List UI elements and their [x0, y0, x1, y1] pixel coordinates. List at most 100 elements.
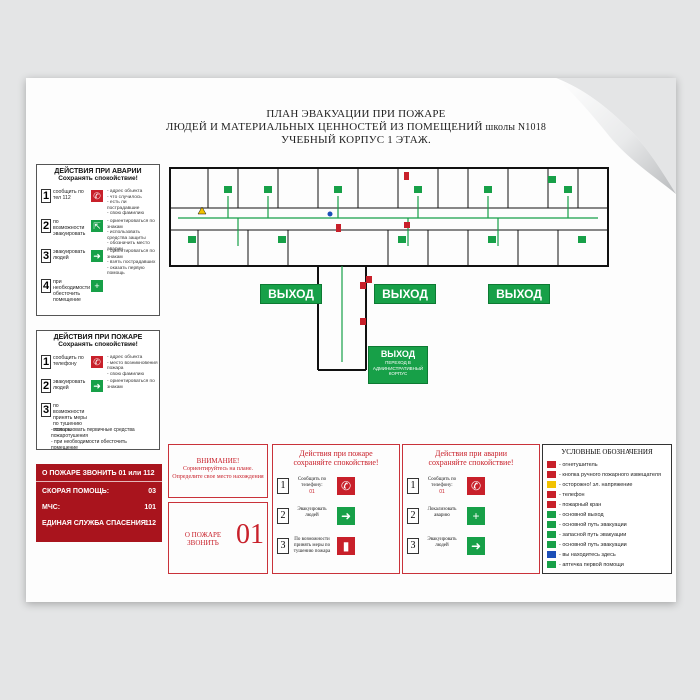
phone-label-rescue: ЕДИНАЯ СЛУЖБА СПАСЕНИЯ: — [42, 520, 149, 527]
extinguisher-icon: ▮ — [337, 537, 355, 555]
row-notes: - ориентироваться по знакам - использова… — [107, 219, 155, 252]
school-number: школы N1018 — [485, 122, 547, 133]
accident-box-sub: Сохранять спокойствие! — [58, 175, 138, 182]
emergency-phones: О ПОЖАРЕ ЗВОНИТЬ 01 или 112 СКОРАЯ ПОМОЩ… — [36, 464, 162, 542]
attention-line-2: Определите свое место нахождения — [172, 474, 264, 480]
panel-row-number: 2 — [407, 508, 419, 524]
exit-sign-2: ВЫХОД — [374, 284, 436, 304]
panel-row: 2 Локализовать аварию + — [407, 505, 535, 531]
accident-actions-panel: Действия при аварии сохраняйте спокойств… — [402, 444, 540, 574]
exit-person-icon: ➜ — [467, 537, 485, 555]
legend-item: - осторожно! эл. напряжение — [547, 481, 632, 490]
phone-icon: ✆ — [91, 356, 103, 368]
accident-actions-heading: Действия при аварии сохраняйте спокойств… — [403, 449, 539, 467]
phone-label-mchs: МЧС: — [42, 504, 61, 511]
panel-row: 1 Сообщить по телефону:01 ✆ — [277, 475, 395, 501]
legend-label: - пожарный кран — [559, 502, 602, 508]
title-line-3: УЧЕБНЫЙ КОРПУС 1 ЭТАЖ. — [281, 134, 431, 146]
first-aid-icon: + — [467, 507, 485, 525]
legend-swatch-icon — [547, 561, 556, 569]
phones-divider — [36, 481, 162, 482]
legend-label: - огнетушитель — [559, 462, 598, 468]
legend-item: - основной путь эвакуации — [547, 521, 627, 530]
title-line-2-text: ЛЮДЕЙ И МАТЕРИАЛЬНЫХ ЦЕННОСТЕЙ ИЗ ПОМЕЩЕ… — [165, 121, 483, 133]
attention-line-1: Сориентируйтесь на плане. — [182, 466, 253, 472]
fire-box-heading: ДЕЙСТВИЯ ПРИ ПОЖАРЕ — [53, 334, 143, 341]
legend-item: - основной путь эвакуации — [547, 541, 627, 550]
exit-sign-3: ВЫХОД — [488, 284, 550, 304]
panel-row-text: Локализовать аварию — [427, 507, 457, 518]
call-text: О ПОЖАРЕ ЗВОНИТЬ — [184, 531, 222, 547]
row-text: при необходимости обесточить помещение — [53, 279, 90, 303]
legend-label: - осторожно! эл. напряжение — [559, 482, 633, 488]
fire-actions-title: Действия при пожаре — [299, 449, 373, 458]
exit-sign-transfer: ВЫХОД ПЕРЕХОД В АДМИНИСТРАТИВНЫЙ КОРПУС — [368, 346, 428, 384]
title-line-2: ЛЮДЕЙ И МАТЕРИАЛЬНЫХ ЦЕННОСТЕЙ ИЗ ПОМЕЩЕ… — [96, 121, 616, 134]
legend-label: - вы находитесь здесь — [559, 552, 616, 558]
row-number: 3 — [41, 403, 51, 417]
plan-title: ПЛАН ЭВАКУАЦИИ ПРИ ПОЖАРЕ ЛЮДЕЙ И МАТЕРИ… — [96, 108, 616, 147]
row-number: 1 — [41, 189, 51, 203]
legend-item: - огнетушитель — [547, 461, 598, 470]
legend-swatch-icon — [547, 491, 556, 499]
panel-row-number: 3 — [407, 538, 419, 554]
panel-row-text: Эвакуировать людей — [427, 537, 457, 548]
phone-icon: ✆ — [91, 190, 103, 202]
row-text: по возможности принять меры по тушению п… — [53, 403, 87, 433]
panel-row-text: Сообщить по телефону: — [297, 477, 327, 488]
phone-icon: ✆ — [467, 477, 485, 495]
phone-value-ambulance: 03 — [148, 488, 156, 495]
row-number: 3 — [41, 249, 51, 263]
row-text: сообщить по тел 112 — [53, 189, 84, 201]
panel-row-text: По возможности принять меры по тушению п… — [293, 537, 331, 554]
legend-panel: УСЛОВНЫЕ ОБОЗНАЧЕНИЯ - огнетушитель- кно… — [542, 444, 672, 574]
phone-value-mchs: 101 — [144, 504, 156, 511]
legend-swatch-icon — [547, 521, 556, 529]
call-box: О ПОЖАРЕ ЗВОНИТЬ 01 — [168, 502, 268, 574]
legend-swatch-icon — [547, 471, 556, 479]
panel-row-number: 3 — [277, 538, 289, 554]
legend-item: - вы находитесь здесь — [547, 551, 616, 560]
legend-heading: УСЛОВНЫЕ ОБОЗНАЧЕНИЯ — [561, 448, 653, 456]
fire-box-sub: Сохранять спокойствие! — [58, 341, 138, 348]
panel-row-extra: 01 — [439, 489, 445, 495]
legend-swatch-icon — [547, 511, 556, 519]
exit-door-icon: ⇱ — [91, 220, 103, 232]
page-curl — [556, 78, 676, 194]
exit-transfer-label: ВЫХОД — [380, 349, 416, 359]
phone-icon: ✆ — [337, 477, 355, 495]
legend-swatch-icon — [547, 481, 556, 489]
floor-plan-drawing — [169, 167, 609, 371]
exit-person-icon: ➜ — [91, 380, 103, 392]
accident-actions-sub: сохраняйте спокойствие! — [428, 458, 514, 467]
evacuation-plan-sheet: ПЛАН ЭВАКУАЦИИ ПРИ ПОЖАРЕ ЛЮДЕЙ И МАТЕРИ… — [26, 78, 676, 602]
legend-label: - основной выход — [559, 512, 604, 518]
panel-row-number: 1 — [277, 478, 289, 494]
row-notes: - адрес объекта - что случилось - есть л… — [107, 189, 145, 217]
fire-actions-box: ДЕЙСТВИЯ ПРИ ПОЖАРЕ Сохранять спокойстви… — [36, 330, 160, 451]
first-aid-icon: + — [91, 280, 103, 292]
panel-row-number: 2 — [277, 508, 289, 524]
row-notes: - ориентироваться по знакам — [107, 379, 155, 390]
legend-label: - запасной путь эвакуации — [559, 532, 627, 538]
row-number: 2 — [41, 379, 51, 393]
row-text: сообщить по телефону — [53, 355, 84, 367]
legend-swatch-icon — [547, 531, 556, 539]
accident-actions-title: Действия при аварии — [434, 449, 508, 458]
legend-label: - аптечка первой помощи — [559, 562, 624, 568]
panel-row-number: 1 — [407, 478, 419, 494]
attention-box: ВНИМАНИЕ! Сориентируйтесь на плане. Опре… — [168, 444, 268, 498]
legend-label: - телефон — [559, 492, 585, 498]
row-text: эвакуировать людей — [53, 249, 86, 261]
call-number: 01 — [236, 519, 264, 550]
fire-extra-1: - использовать первичные средства пожаро… — [51, 427, 135, 439]
legend-item: - основной выход — [547, 511, 604, 520]
legend-item: - телефон — [547, 491, 585, 500]
legend-label: - основной путь эвакуации — [559, 542, 627, 548]
exit-transfer-sub: ПЕРЕХОД В АДМИНИСТРАТИВНЫЙ КОРПУС — [372, 360, 424, 376]
fire-actions-sub: сохраняйте спокойствие! — [293, 458, 379, 467]
legend-swatch-icon — [547, 551, 556, 559]
panel-row-extra: 01 — [309, 489, 315, 495]
